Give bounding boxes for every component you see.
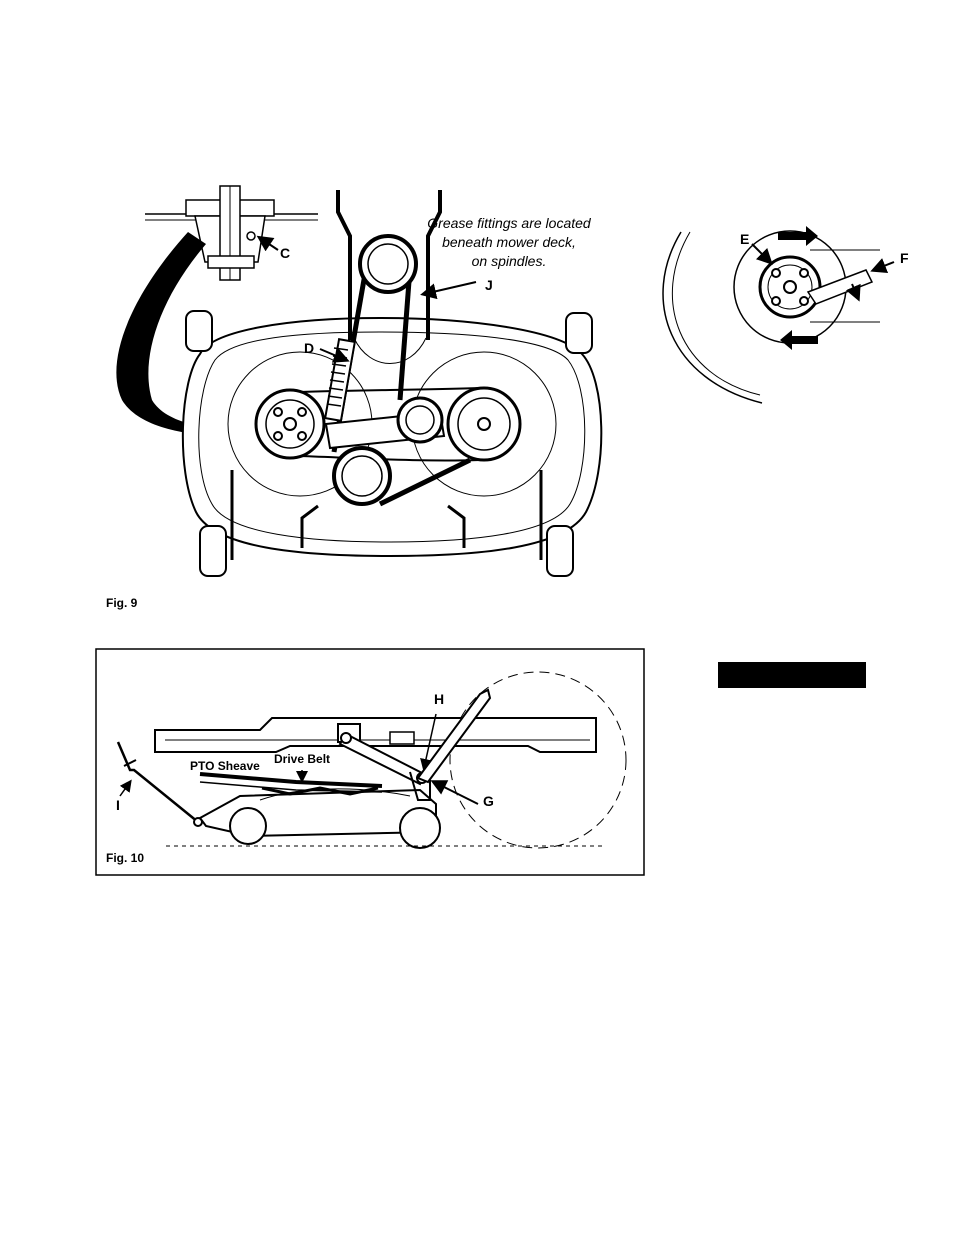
label-f: F [900, 250, 909, 266]
grease-note-line3: on spindles. [472, 253, 547, 269]
label-c: C [280, 245, 290, 261]
pto-sheave-label: PTO Sheave [190, 759, 260, 773]
drive-belt-label: Drive Belt [274, 752, 330, 766]
blade-inset [663, 226, 894, 403]
label-h: H [434, 691, 444, 707]
label-j: J [485, 277, 493, 293]
fig9-caption: Fig. 9 [106, 596, 138, 610]
label-i: I [116, 797, 120, 813]
grease-note-line2: beneath mower deck, [442, 234, 576, 250]
label-d: D [304, 340, 314, 356]
left-spindle [256, 390, 324, 458]
black-banner [718, 662, 866, 688]
label-e: E [740, 231, 749, 247]
right-spindle [448, 388, 520, 460]
label-g: G [483, 793, 494, 809]
fig10-frame [96, 649, 644, 875]
grease-note-line1: Grease fittings are located [427, 215, 592, 231]
fig10-caption: Fig. 10 [106, 851, 144, 865]
